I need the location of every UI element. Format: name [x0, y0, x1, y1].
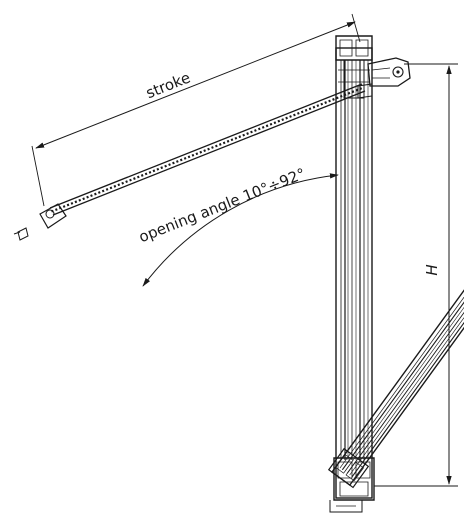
opened-sash — [327, 223, 464, 489]
stroke-label: stroke — [143, 69, 192, 103]
actuator-chain — [49, 83, 366, 216]
opening-angle-dimension: opening angle 10°÷92° — [136, 164, 339, 287]
stroke-dimension: stroke — [31, 13, 361, 207]
height-dimension: H — [374, 63, 458, 487]
sash-end-bracket — [13, 203, 67, 241]
chain-actuator-motor — [357, 57, 411, 99]
opening-angle-label: opening angle 10°÷92° — [136, 164, 308, 246]
height-label: H — [423, 264, 441, 275]
